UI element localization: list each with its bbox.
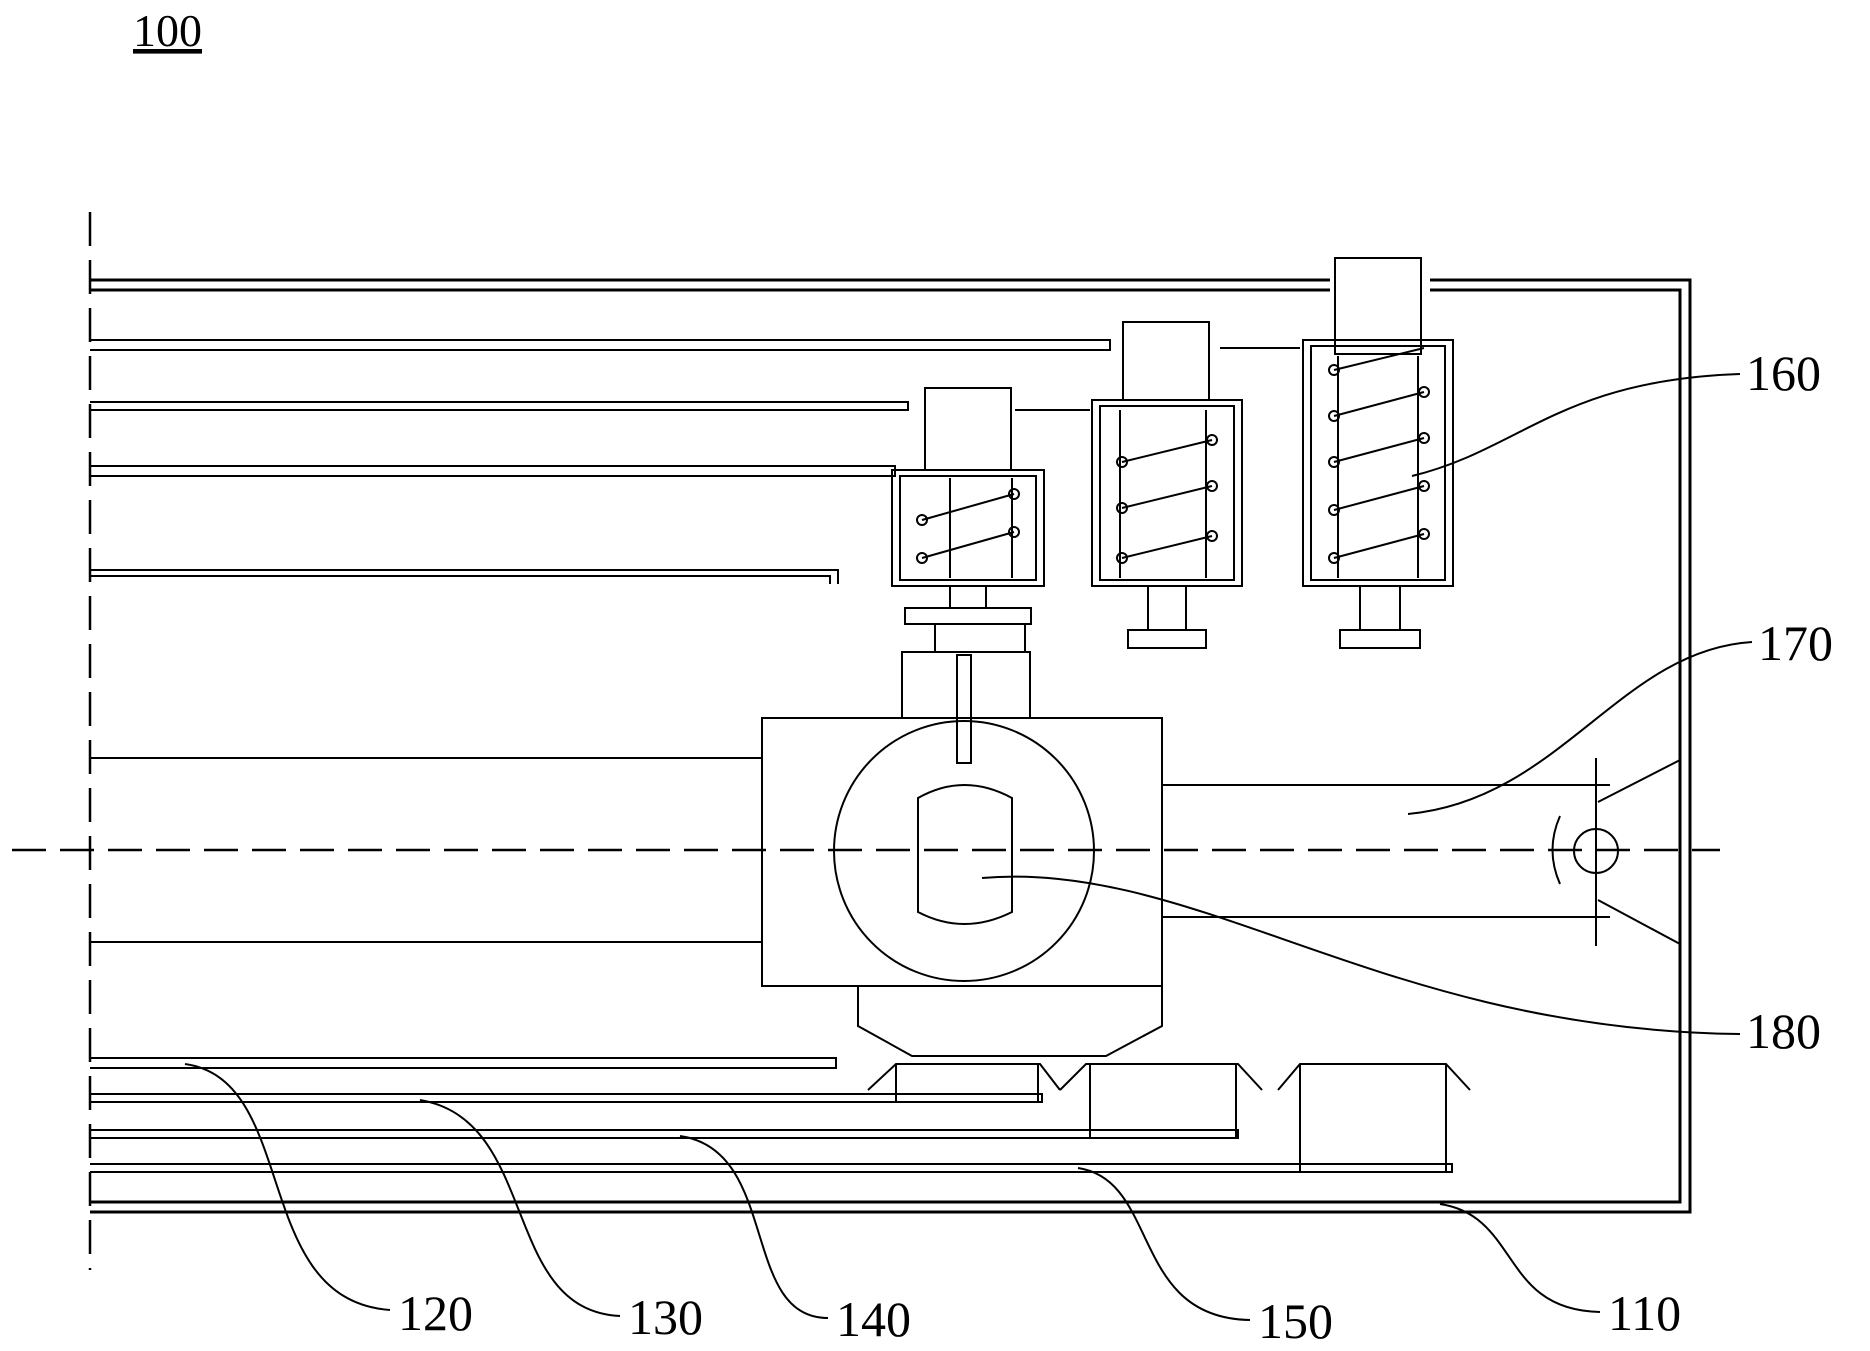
lock-cylinder-180: [90, 652, 1162, 1056]
spring-assembly-1: [892, 388, 1044, 652]
label-150: 150: [1258, 1293, 1333, 1349]
connecting-bar-170: [1162, 758, 1680, 946]
label-130: 130: [628, 1289, 703, 1345]
housing-110: [90, 280, 1690, 1212]
spring-assembly-3: [1303, 258, 1453, 648]
label-170: 170: [1758, 615, 1833, 671]
label-140: 140: [836, 1291, 911, 1347]
leader-lines: [185, 374, 1752, 1320]
label-120: 120: [398, 1285, 473, 1341]
label-180: 180: [1746, 1003, 1821, 1059]
spring-assembly-2: [1092, 322, 1242, 648]
slider-plates: [90, 1058, 1470, 1172]
label-110: 110: [1608, 1285, 1681, 1341]
top-plates: [90, 340, 1300, 584]
label-160: 160: [1746, 345, 1821, 401]
figure-number: 100: [133, 5, 202, 56]
